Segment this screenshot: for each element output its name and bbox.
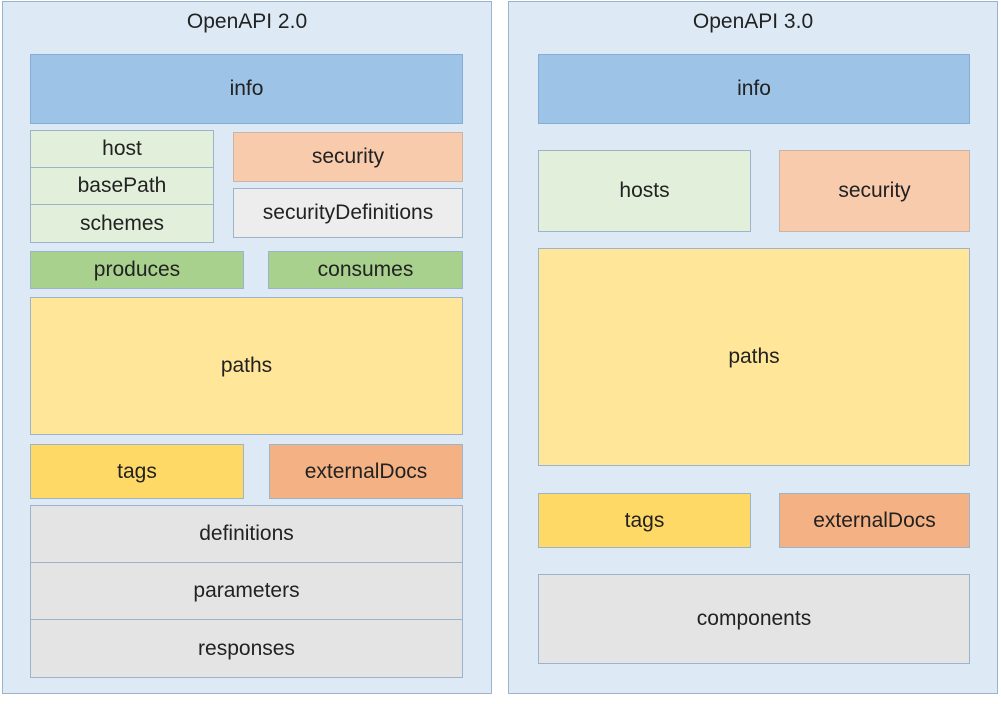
security-block: security (779, 150, 970, 232)
info-block: info (30, 54, 463, 124)
consumes-block: consumes (268, 251, 463, 289)
openapi-3-panel: OpenAPI 3.0 info hosts security paths ta… (508, 1, 998, 694)
panel-title: OpenAPI 2.0 (186, 10, 308, 33)
tags-block: tags (30, 444, 244, 499)
panel-title: OpenAPI 3.0 (692, 10, 814, 33)
host-block: host (30, 130, 214, 168)
responses-block: responses (30, 619, 463, 678)
definitions-block: definitions (30, 505, 463, 563)
basepath-block: basePath (30, 167, 214, 205)
hosts-block: hosts (538, 150, 751, 232)
info-block: info (538, 54, 970, 124)
tags-block: tags (538, 493, 751, 548)
components-block: components (538, 574, 970, 664)
parameters-block: parameters (30, 562, 463, 620)
security-block: security (233, 132, 463, 182)
external-docs-block: externalDocs (269, 444, 463, 499)
security-definitions-block: securityDefinitions (233, 188, 463, 238)
produces-block: produces (30, 251, 244, 289)
openapi-2-panel: OpenAPI 2.0 info host basePath schemes s… (2, 1, 492, 694)
paths-block: paths (30, 297, 463, 435)
paths-block: paths (538, 248, 970, 466)
external-docs-block: externalDocs (779, 493, 970, 548)
schemes-block: schemes (30, 204, 214, 243)
